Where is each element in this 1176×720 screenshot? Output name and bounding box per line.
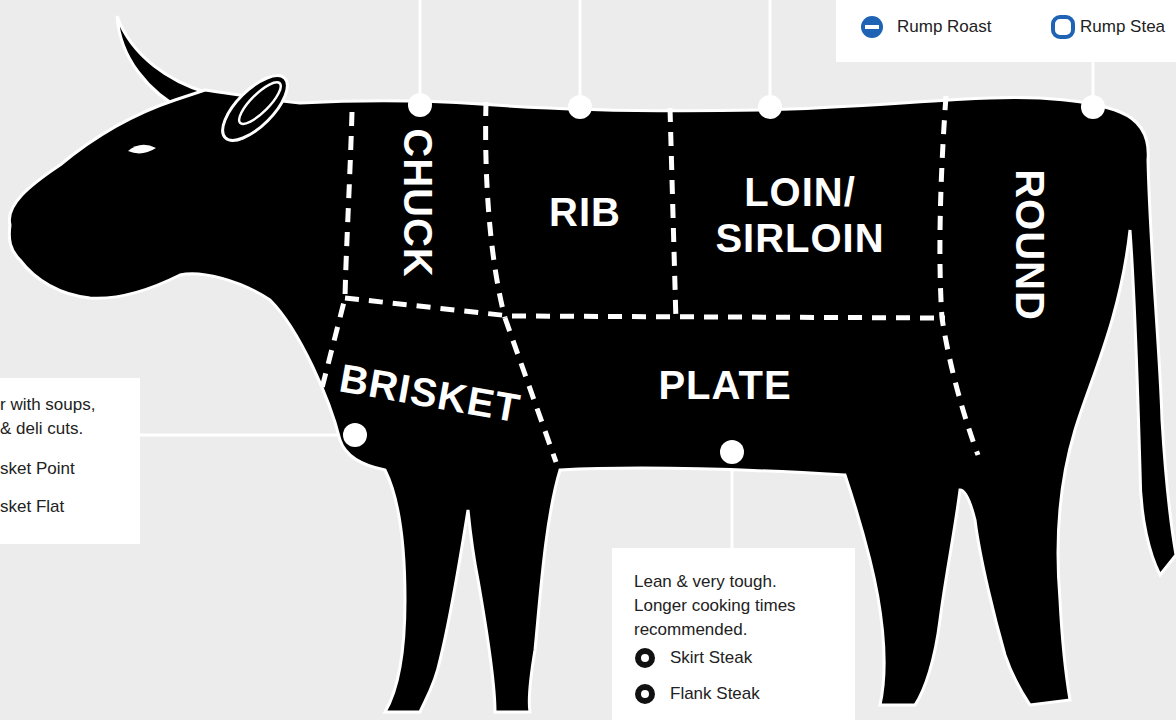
leader-line bbox=[769, 0, 772, 107]
cut-name: Rump Roast bbox=[897, 15, 1067, 39]
leader-line bbox=[130, 434, 355, 437]
cut-name: Skirt Steak bbox=[670, 646, 840, 670]
cut-region-label: CHUCK bbox=[395, 128, 441, 277]
cut-name: Rump Stea bbox=[1080, 15, 1176, 39]
callout-dot bbox=[758, 95, 782, 119]
callout-box: r with soups, & deli cuts. sket Point sket… bbox=[0, 378, 140, 544]
cut-region-label: PLATE bbox=[658, 362, 791, 408]
cut-divider bbox=[486, 102, 505, 318]
callout-dot bbox=[408, 93, 432, 117]
eye bbox=[128, 145, 156, 154]
cut-divider bbox=[345, 298, 945, 318]
leader-line bbox=[419, 0, 422, 105]
cut-region-label: LOIN/ SIRLOIN bbox=[690, 169, 910, 261]
callout-box: Lean & very tough. Longer cooking times … bbox=[612, 548, 855, 720]
callout-box: Rump Roast Rump Stea bbox=[836, 0, 1176, 62]
udder bbox=[916, 462, 925, 496]
callout-dot bbox=[720, 440, 744, 464]
cut-region-label: RIB bbox=[549, 189, 621, 235]
cut-divider bbox=[670, 108, 676, 322]
callout-dot bbox=[1081, 95, 1105, 119]
cut-name: sket Point bbox=[0, 457, 130, 481]
cut-divider bbox=[940, 96, 978, 455]
cut-divider-lines bbox=[322, 96, 978, 462]
cut-divider bbox=[322, 112, 352, 388]
cut-region-label: ROUND bbox=[1007, 169, 1053, 321]
callout-description: r with soups, & deli cuts. bbox=[0, 393, 105, 441]
cow-body bbox=[9, 90, 1176, 712]
cut-name: Flank Steak bbox=[670, 682, 840, 706]
callout-description: Lean & very tough. Longer cooking times … bbox=[634, 570, 824, 642]
callout-dot bbox=[568, 95, 592, 119]
cut-name: sket Flat bbox=[0, 495, 130, 519]
callout-dot bbox=[343, 423, 367, 447]
ear bbox=[213, 66, 298, 151]
leader-line bbox=[579, 0, 582, 107]
